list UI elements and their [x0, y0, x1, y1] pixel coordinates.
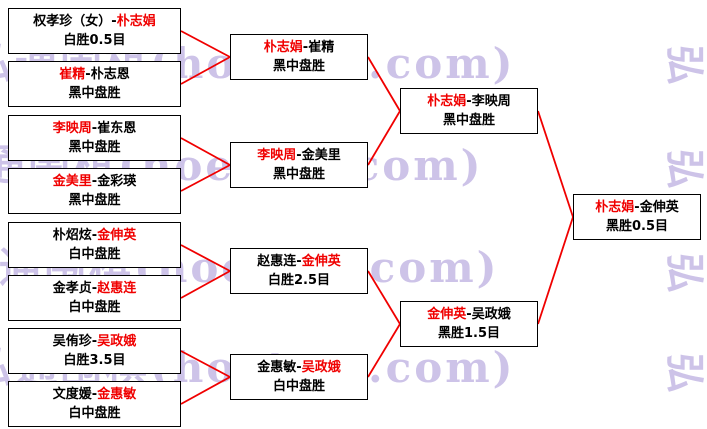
match-result: 白中盘胜: [68, 247, 121, 262]
match-box-r1-5: 朴炤炫-金伸英 白中盘胜: [8, 222, 181, 268]
player-name: 吴侑珍-: [52, 334, 98, 349]
match-players: 朴炤炫-金伸英: [53, 226, 136, 245]
winner-name: 朴志娟: [116, 14, 156, 29]
match-box-r1-4: 金美里-金彩瑛 黑中盘胜: [8, 168, 181, 214]
match-box-r2-1: 朴志娟-崔精 黑中盘胜: [230, 34, 368, 80]
connector-line: [180, 270, 231, 299]
match-players: 金伸英-吴政娥: [427, 305, 510, 324]
player-name: -崔东恩: [91, 121, 137, 136]
winner-name: 金美里: [52, 174, 92, 189]
player-name: 金孝贞-: [52, 281, 98, 296]
match-box-r1-2: 崔精-朴志恩 黑中盘胜: [8, 61, 181, 107]
winner-name: 朴志娟: [263, 40, 303, 55]
player-name: 金惠敏-: [257, 360, 302, 375]
watermark-edge-glyph: 弘: [661, 353, 707, 393]
match-result: 白中盘胜: [68, 300, 121, 315]
match-result: 白胜2.5目: [267, 273, 331, 288]
connector-line: [537, 216, 574, 325]
match-players: 李映周-崔东恩: [53, 119, 136, 138]
watermark-edge-glyph: 弘: [661, 45, 707, 85]
match-result: 黑中盘胜: [272, 167, 325, 182]
connector-line: [180, 30, 231, 58]
connector-line: [180, 164, 231, 192]
player-name: -朴志恩: [85, 67, 130, 82]
winner-name: 李映周: [52, 121, 92, 136]
match-result: 白胜0.5目: [63, 33, 126, 48]
match-players: 金美里-金彩瑛: [53, 172, 136, 191]
winner-name: 朴志娟: [595, 200, 635, 215]
match-box-r1-7: 吴侑珍-吴政娥 白胜3.5目: [8, 328, 181, 374]
connector-line: [180, 350, 231, 378]
player-name: 赵惠连-: [257, 254, 302, 269]
connector-line: [537, 110, 574, 218]
match-box-r2-3: 赵惠连-金伸英 白胜2.5目: [230, 248, 368, 294]
match-result: 黑中盘胜: [272, 59, 325, 74]
match-result: 白中盘胜: [272, 379, 325, 394]
match-result: 黑中盘胜: [442, 113, 495, 128]
match-players: 李映周-金美里: [257, 146, 340, 165]
connector-line: [367, 110, 401, 166]
connector-line: [180, 244, 231, 272]
connector-line: [180, 137, 231, 166]
connector-line: [180, 56, 231, 85]
winner-name: 吴政娥: [97, 334, 137, 349]
match-players: 崔精-朴志恩: [59, 65, 129, 84]
winner-name: 崔精: [59, 67, 86, 82]
match-result: 白中盘胜: [68, 406, 121, 421]
watermark-edge-glyph: 弘: [661, 149, 707, 189]
connector-line: [367, 270, 401, 325]
match-result: 白胜3.5目: [63, 353, 126, 368]
player-name: 朴炤炫-: [52, 228, 98, 243]
player-name: -吴政娥: [466, 307, 511, 322]
match-players: 赵惠连-金伸英: [257, 252, 340, 271]
match-box-r1-1: 权孝珍（女）-朴志娟 白胜0.5目: [8, 8, 181, 54]
winner-name: 李映周: [257, 148, 297, 163]
winner-name: 金伸英: [301, 254, 341, 269]
match-result: 黑胜0.5目: [605, 219, 669, 234]
match-players: 文度媛-金惠敏: [53, 385, 136, 404]
player-name: -金伸英: [634, 200, 679, 215]
match-result: 黑中盘胜: [68, 193, 121, 208]
match-players: 朴志娟-崔精: [264, 38, 334, 57]
match-box-r2-4: 金惠敏-吴政娥 白中盘胜: [230, 354, 368, 400]
connector-line: [367, 56, 401, 112]
winner-name: 吴政娥: [301, 360, 341, 375]
player-name: -李映周: [466, 94, 511, 109]
match-players: 朴志娟-金伸英: [595, 198, 678, 217]
winner-name: 金伸英: [97, 228, 137, 243]
match-result: 黑胜1.5目: [437, 326, 501, 341]
player-name: 文度媛-: [52, 387, 98, 402]
watermark-edge-glyph: 弘: [661, 253, 707, 293]
connector-line: [180, 376, 231, 405]
match-players: 吴侑珍-吴政娥: [53, 332, 136, 351]
match-box-r2-2: 李映周-金美里 黑中盘胜: [230, 142, 368, 188]
match-result: 黑中盘胜: [68, 140, 121, 155]
player-name: -崔精: [302, 40, 335, 55]
match-players: 金惠敏-吴政娥: [257, 358, 340, 377]
winner-name: 赵惠连: [97, 281, 137, 296]
winner-name: 金惠敏: [97, 387, 137, 402]
player-name: -金美里: [296, 148, 341, 163]
player-name: -金彩瑛: [91, 174, 137, 189]
winner-name: 朴志娟: [427, 94, 467, 109]
match-players: 朴志娟-李映周: [427, 92, 510, 111]
match-box-r1-6: 金孝贞-赵惠连 白中盘胜: [8, 275, 181, 321]
match-box-sf-2: 金伸英-吴政娥 黑胜1.5目: [400, 301, 538, 347]
match-box-r1-8: 文度媛-金惠敏 白中盘胜: [8, 381, 181, 427]
match-result: 黑中盘胜: [68, 86, 121, 101]
match-box-r1-3: 李映周-崔东恩 黑中盘胜: [8, 115, 181, 161]
player-name: 权孝珍（女）-: [33, 14, 117, 29]
match-box-final: 朴志娟-金伸英 黑胜0.5目: [573, 194, 701, 240]
winner-name: 金伸英: [427, 307, 467, 322]
connector-line: [367, 323, 401, 378]
match-players: 金孝贞-赵惠连: [53, 279, 136, 298]
match-box-sf-1: 朴志娟-李映周 黑中盘胜: [400, 88, 538, 134]
match-players: 权孝珍（女）-朴志娟: [33, 12, 155, 31]
